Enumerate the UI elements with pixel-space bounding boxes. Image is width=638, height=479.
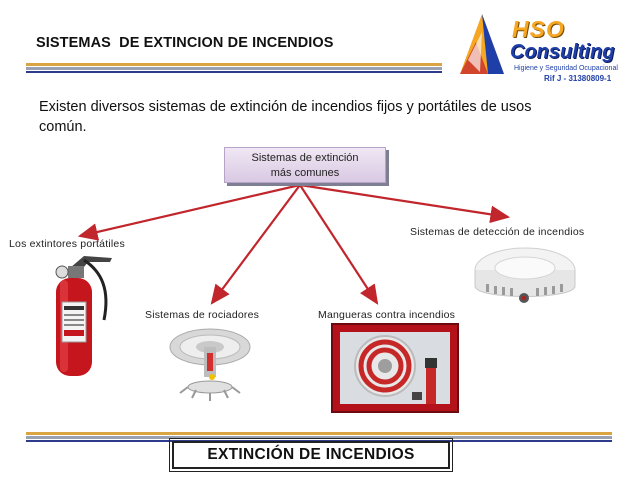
- logo-brand-main: Consulting: [510, 41, 615, 63]
- logo-mark-icon: [460, 14, 504, 74]
- sprinkler-icon: [169, 328, 251, 401]
- intro-text: Existen diversos sistemas de extinción d…: [39, 99, 532, 135]
- logo-rif: Rif J - 31380809-1: [544, 74, 612, 83]
- logo-tagline: Higiene y Seguridad Ocupacional: [514, 65, 618, 72]
- fire-extinguisher-icon: [55, 256, 112, 376]
- label-rociadores: Sistemas de rociadores: [145, 309, 260, 321]
- label-extintores: Los extintores portátiles: [9, 238, 125, 250]
- logo-brand-top: HSO: [512, 16, 565, 42]
- arrow-to-mangueras: [299, 184, 379, 305]
- footer-title: EXTINCIÓN DE INCENDIOS: [169, 438, 453, 472]
- central-concept-box: Sistemas de extinción más comunes: [224, 147, 386, 183]
- label-mangueras: Mangueras contra incendios: [318, 309, 456, 321]
- hso-consulting-logo: HSO Consulting Higiene y Seguridad Ocupa…: [456, 10, 632, 90]
- central-box-line1: Sistemas de extinción: [251, 152, 359, 164]
- arrow-to-deteccion: [299, 183, 511, 224]
- label-deteccion: Sistemas de detección de incendios: [410, 226, 585, 238]
- smoke-detector-icon: [474, 247, 576, 303]
- central-box-line2: más comunes: [270, 167, 340, 179]
- arrow-to-extintores: [77, 183, 301, 241]
- header-divider: [26, 63, 442, 74]
- hose-cabinet-icon: [331, 323, 459, 413]
- arrow-to-rociadores: [210, 184, 301, 305]
- slide-title: SISTEMAS DE EXTINCION DE INCENDIOS: [36, 35, 334, 51]
